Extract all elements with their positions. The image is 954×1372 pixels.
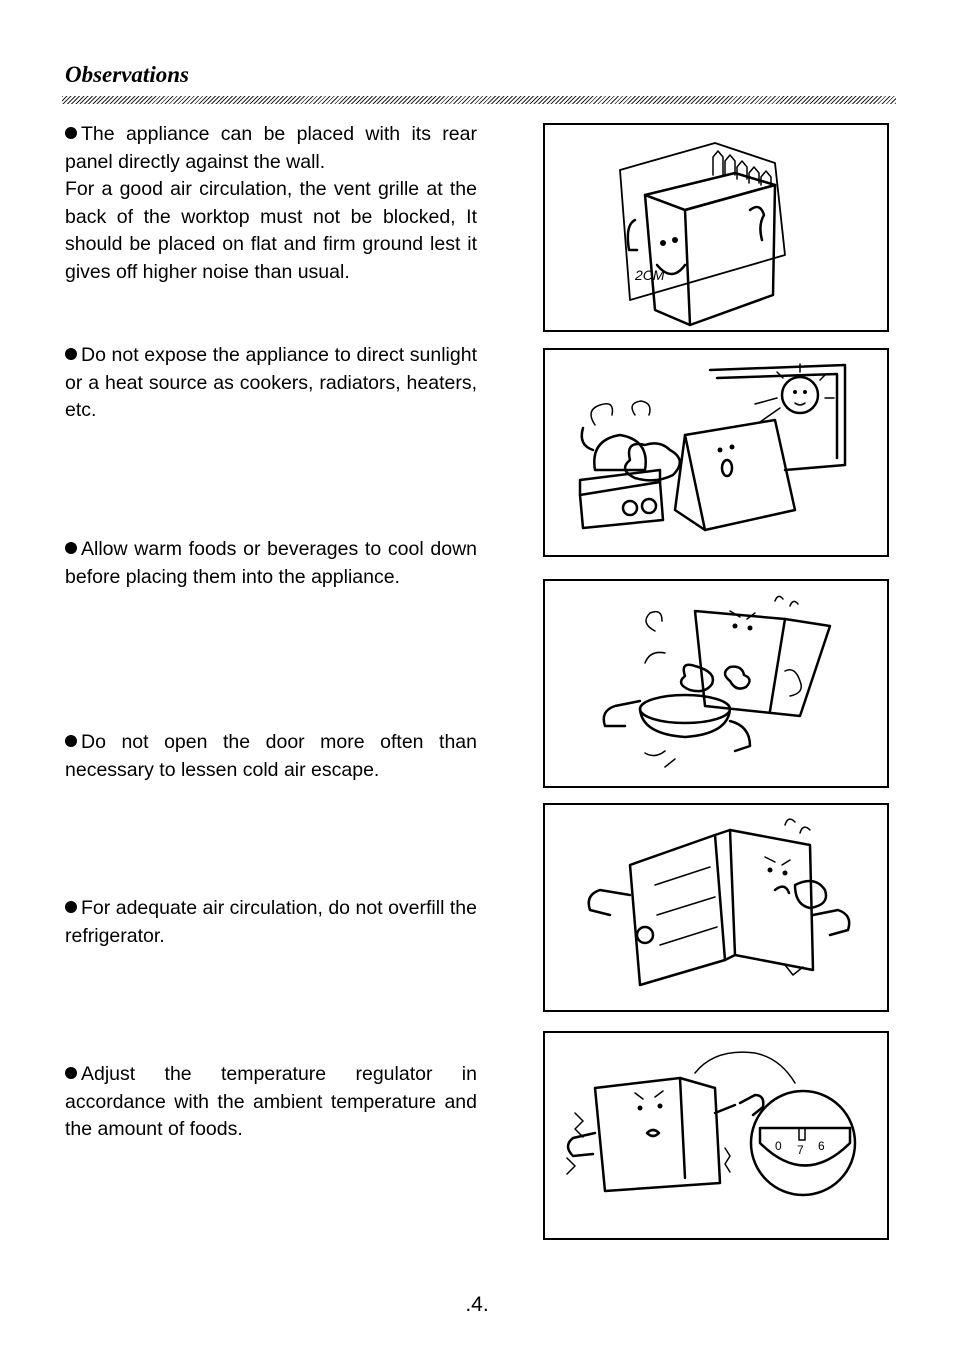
bullet-icon xyxy=(65,348,77,360)
bullet-icon xyxy=(65,542,77,554)
bullet-icon xyxy=(65,735,77,747)
illustration-wall-clearance: 2CM xyxy=(543,123,889,332)
item-text: Allow warm foods or beverages to cool do… xyxy=(65,538,477,588)
item-text: For a good air circulation, the vent gri… xyxy=(65,178,477,283)
item-text: For adequate air circulation, do not ove… xyxy=(65,897,477,947)
page-number: .4. xyxy=(465,1293,489,1316)
dial-mark-0: 0 xyxy=(775,1139,782,1153)
illustration-heat-sources xyxy=(543,348,889,557)
dial-mark-6: 6 xyxy=(818,1139,825,1153)
observation-item-overfill: For adequate air circulation, do not ove… xyxy=(65,895,477,950)
observation-item-door: Do not open the door more often than nec… xyxy=(65,729,477,784)
bullet-icon xyxy=(65,901,77,913)
item-text: Do not open the door more often than nec… xyxy=(65,731,477,781)
bullet-icon xyxy=(65,127,77,139)
page-title: Observations xyxy=(65,62,189,87)
observation-item-temperature: Adjust the temperature regulator in acco… xyxy=(65,1061,477,1144)
observation-item-warm-food: Allow warm foods or beverages to cool do… xyxy=(65,536,477,591)
illustration-open-door xyxy=(543,803,889,1012)
item-text: The appliance can be placed with its rea… xyxy=(65,123,477,173)
observation-item-placement: The appliance can be placed with its rea… xyxy=(65,121,477,286)
bullet-icon xyxy=(65,1067,77,1079)
observation-item-sunlight: Do not expose the appliance to direct su… xyxy=(65,342,477,425)
dial-mark-7: 7 xyxy=(797,1143,804,1157)
illustration-warm-food xyxy=(543,579,889,788)
illustration-temperature-dial: 0 7 6 xyxy=(543,1031,889,1240)
item-text: Do not expose the appliance to direct su… xyxy=(65,344,477,421)
item-text: Adjust the temperature regulator in acco… xyxy=(65,1063,477,1140)
header-divider xyxy=(62,96,896,104)
clearance-label: 2CM xyxy=(634,267,665,283)
